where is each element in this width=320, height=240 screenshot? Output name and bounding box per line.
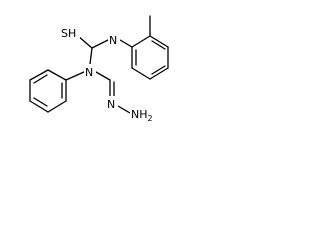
atom-nh2-main: NH bbox=[131, 108, 148, 121]
tolyl-bond-4 bbox=[149, 67, 169, 80]
atom-nitrogen-imine: N bbox=[106, 96, 118, 111]
bond-c-s bbox=[77, 35, 93, 49]
tolyl-bond-2 bbox=[149, 35, 169, 48]
bond-layer bbox=[29, 15, 169, 114]
tolyl-double-2 bbox=[151, 65, 166, 75]
atom-nitrogen-amide: N bbox=[84, 64, 96, 79]
phenyl-bond-4 bbox=[29, 100, 49, 113]
phenyl-double-1 bbox=[33, 74, 48, 84]
bond-c-n bbox=[89, 47, 93, 65]
atom-nh2-label: NH2 bbox=[131, 108, 153, 123]
bond-n-tolyl bbox=[119, 39, 133, 48]
bond-n-ch bbox=[95, 71, 111, 81]
phenyl-bond-2 bbox=[29, 69, 49, 81]
tolyl-double-1 bbox=[151, 40, 166, 50]
bond-n-nh2 bbox=[117, 105, 131, 114]
tolyl-bond-1 bbox=[131, 35, 151, 48]
molecular-structure-diagram: SH N N N NH2 bbox=[29, 15, 169, 123]
atom-nitrogen-imine-label: N bbox=[107, 98, 115, 111]
atom-nh2: NH2 bbox=[130, 107, 156, 123]
tolyl-bond-5 bbox=[131, 67, 151, 80]
phenyl-bond-5 bbox=[47, 100, 67, 113]
atom-nh2-subscript: 2 bbox=[148, 114, 153, 123]
atom-sulfur: SH bbox=[60, 26, 80, 40]
atom-label-layer: SH N N N NH2 bbox=[60, 26, 156, 123]
atom-nitrogen-amide-label: N bbox=[85, 66, 93, 79]
phenyl-bond-1 bbox=[47, 69, 67, 81]
phenyl-double-2 bbox=[33, 97, 48, 107]
atom-nitrogen-thioamide-label: N bbox=[109, 34, 117, 47]
bond-n-phenyl bbox=[65, 71, 85, 81]
atom-sulfur-label: SH bbox=[61, 27, 76, 40]
atom-nitrogen-thioamide: N bbox=[108, 32, 120, 47]
bond-c-nh bbox=[91, 39, 109, 49]
